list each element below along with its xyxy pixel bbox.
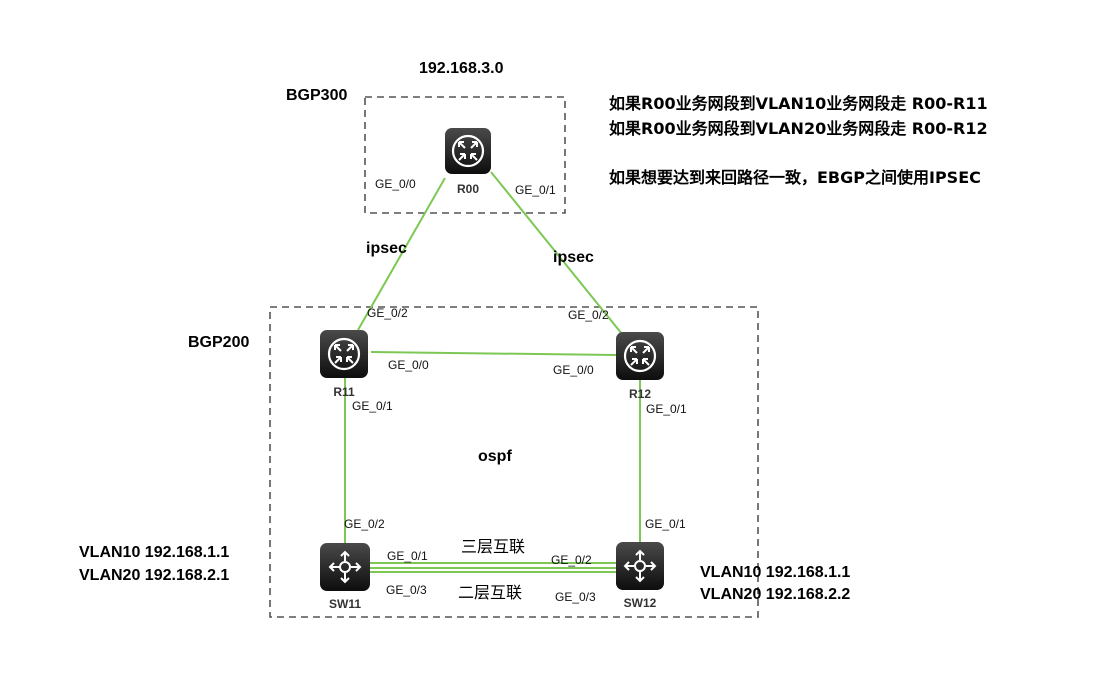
- port-label: GE_0/3: [555, 590, 596, 604]
- port-label: GE_0/1: [645, 517, 686, 531]
- port-label: GE_0/1: [515, 183, 556, 197]
- sw11-vlan20-label: VLAN20 192.168.2.1: [79, 567, 229, 584]
- l3-switch-icon[interactable]: [320, 543, 370, 591]
- ipsec-label-right: ipsec: [553, 249, 594, 266]
- port-label: GE_0/1: [387, 549, 428, 563]
- bgp300-network-label: 192.168.3.0: [419, 60, 504, 77]
- bgp200-label: BGP200: [188, 334, 249, 351]
- port-label: GE_0/0: [375, 177, 416, 191]
- sw12-vlan20-label: VLAN20 192.168.2.2: [700, 586, 850, 603]
- device-name-r11: R11: [333, 385, 355, 399]
- port-label: GE_0/2: [367, 306, 408, 320]
- link-r11-r12: [370, 351, 617, 356]
- ipsec-label-left: ipsec: [366, 240, 407, 257]
- link-r00-r11: [357, 177, 446, 331]
- router-icon[interactable]: [445, 128, 491, 174]
- bgp300-region-box: [364, 96, 566, 214]
- device-name-r12: R12: [629, 387, 651, 401]
- device-name-sw12: SW12: [624, 596, 657, 610]
- port-label: GE_0/1: [646, 402, 687, 416]
- device-name-sw11: SW11: [329, 597, 361, 611]
- port-label: GE_0/1: [352, 399, 393, 413]
- port-label: GE_0/0: [553, 363, 594, 377]
- port-label: GE_0/3: [386, 583, 427, 597]
- router-icon[interactable]: [320, 330, 368, 378]
- port-label: GE_0/2: [551, 553, 592, 567]
- bgp200-region-box: [269, 306, 759, 618]
- note-line-3: 如果想要达到来回路径一致，EBGP之间使用IPSEC: [609, 168, 981, 187]
- l2-interconnect-label: 二层互联: [458, 583, 522, 602]
- link-r00-r12: [490, 171, 623, 335]
- bgp300-label: BGP300: [286, 87, 347, 104]
- l3-interconnect-label: 三层互联: [461, 537, 525, 556]
- note-line-1: 如果R00业务网段到VLAN10业务网段走 R00-R11: [609, 94, 988, 113]
- port-label: GE_0/2: [344, 517, 385, 531]
- router-icon[interactable]: [616, 332, 664, 380]
- sw12-vlan10-label: VLAN10 192.168.1.1: [700, 564, 850, 581]
- device-name-r00: R00: [457, 182, 479, 196]
- l3-switch-icon[interactable]: [616, 542, 664, 590]
- port-label: GE_0/0: [388, 358, 429, 372]
- ospf-label: ospf: [478, 448, 512, 465]
- note-line-2: 如果R00业务网段到VLAN20业务网段走 R00-R12: [609, 119, 988, 138]
- port-label: GE_0/2: [568, 308, 609, 322]
- sw11-vlan10-label: VLAN10 192.168.1.1: [79, 544, 229, 561]
